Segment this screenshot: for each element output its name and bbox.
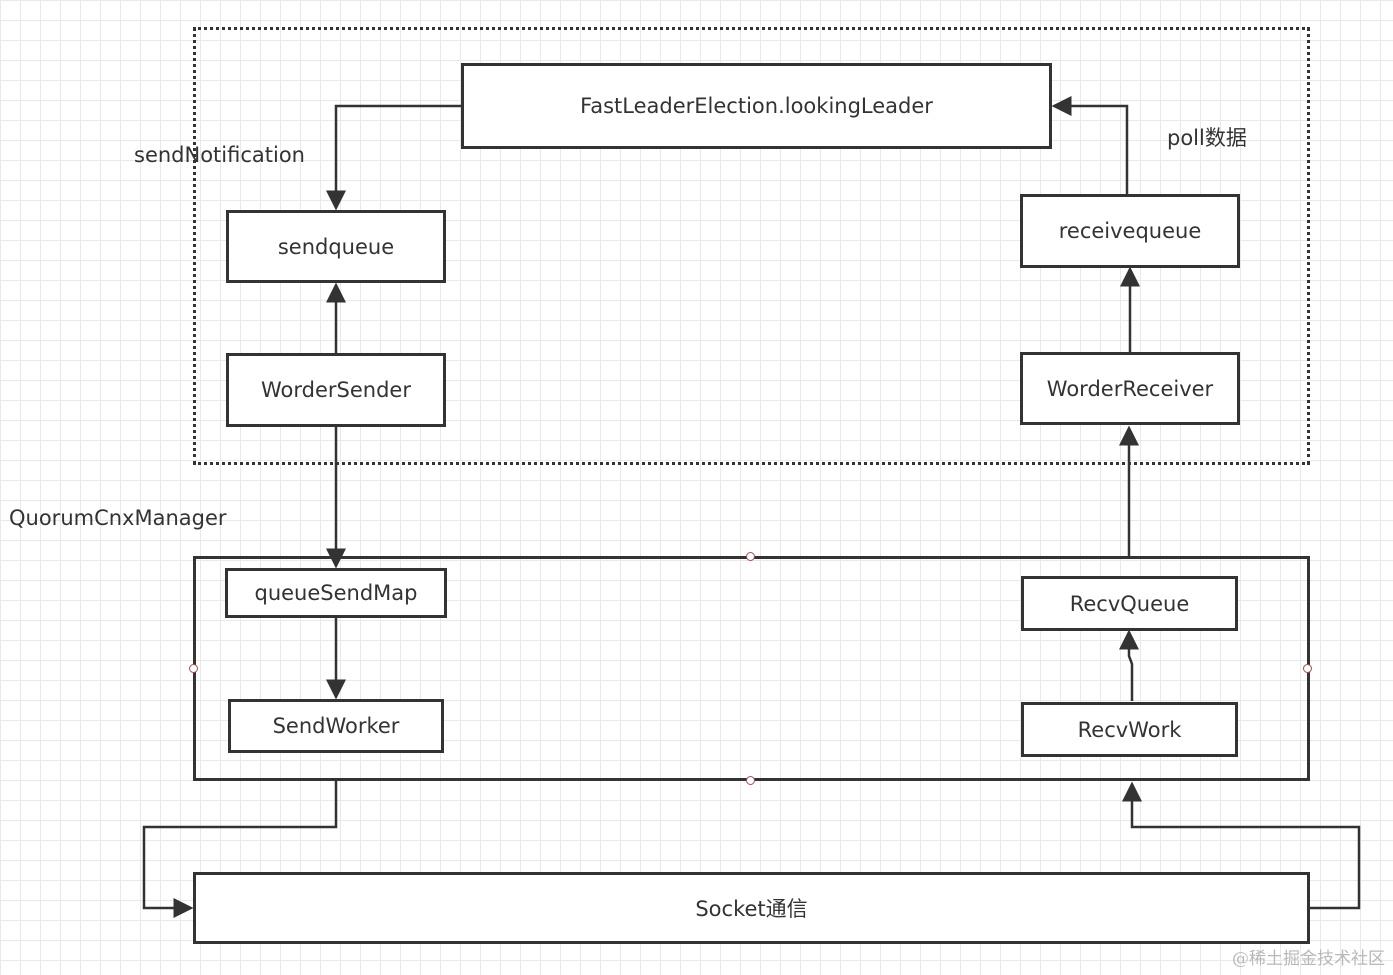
container-left-handle bbox=[189, 664, 198, 673]
send-notification-label: sendNotification bbox=[134, 143, 305, 167]
recv-work-node: RecvWork bbox=[1021, 702, 1238, 757]
quorum-cnx-manager-label: QuorumCnxManager bbox=[9, 506, 227, 530]
watermark: @稀土掘金技术社区 bbox=[1232, 949, 1385, 969]
poll-data-label: poll数据 bbox=[1167, 126, 1247, 150]
container-top-handle bbox=[746, 552, 755, 561]
edge-receivequeue-to-election bbox=[1051, 96, 1129, 194]
receivequeue-node: receivequeue bbox=[1020, 194, 1240, 268]
recv-queue-node: RecvQueue bbox=[1021, 576, 1238, 631]
edge-recvwork-to-recvqueue bbox=[1119, 629, 1139, 701]
fast-leader-election-node: FastLeaderElection.lookingLeader bbox=[461, 63, 1052, 149]
election-group-frame bbox=[193, 27, 1310, 465]
send-worker-node: SendWorker bbox=[228, 699, 444, 753]
queue-send-map-node: queueSendMap bbox=[225, 568, 447, 618]
edge-container-to-socket bbox=[142, 781, 338, 918]
edge-socket-to-container bbox=[1122, 781, 1361, 910]
sendqueue-node: sendqueue bbox=[226, 210, 446, 283]
socket-node: Socket通信 bbox=[193, 872, 1310, 944]
worder-receiver-node: WorderReceiver bbox=[1020, 352, 1240, 425]
container-right-handle bbox=[1303, 664, 1312, 673]
container-bottom-handle bbox=[746, 776, 755, 785]
edge-election-to-sendqueue bbox=[326, 104, 461, 211]
worder-sender-node: WorderSender bbox=[226, 353, 446, 427]
